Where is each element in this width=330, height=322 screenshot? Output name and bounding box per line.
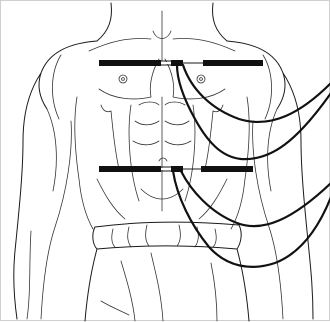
- right-nipple: [197, 75, 205, 83]
- left-bicep: [47, 109, 56, 191]
- waistband-right: [237, 225, 241, 249]
- left-forearm: [27, 231, 31, 319]
- shorts-right-side: [237, 249, 249, 321]
- lower-electrode-strap: [99, 167, 253, 171]
- left-deltoid: [52, 55, 61, 119]
- right-shoulder: [227, 41, 285, 109]
- right-deltoid: [263, 55, 272, 119]
- waistband-left: [93, 227, 97, 249]
- left-lat: [75, 97, 93, 229]
- shorts: [85, 222, 249, 321]
- right-neck-line: [213, 3, 227, 41]
- left-neck-line: [97, 3, 111, 41]
- lower-wire-b: [181, 171, 330, 226]
- right-nipple-center: [200, 78, 203, 81]
- upper-wire-b: [183, 65, 330, 122]
- left-nipple: [119, 75, 127, 83]
- left-shoulder: [39, 41, 97, 109]
- lower-wire-a: [173, 171, 330, 267]
- body-outline: [14, 3, 313, 321]
- left-shoulder-outer: [14, 73, 41, 319]
- shorts-left-side: [85, 249, 97, 321]
- waistband-top: [95, 222, 239, 227]
- waistband-bottom: [97, 246, 237, 249]
- left-nipple-center: [122, 78, 125, 81]
- upper-electrode-strap: [99, 61, 263, 65]
- electrode-wires: [173, 65, 330, 267]
